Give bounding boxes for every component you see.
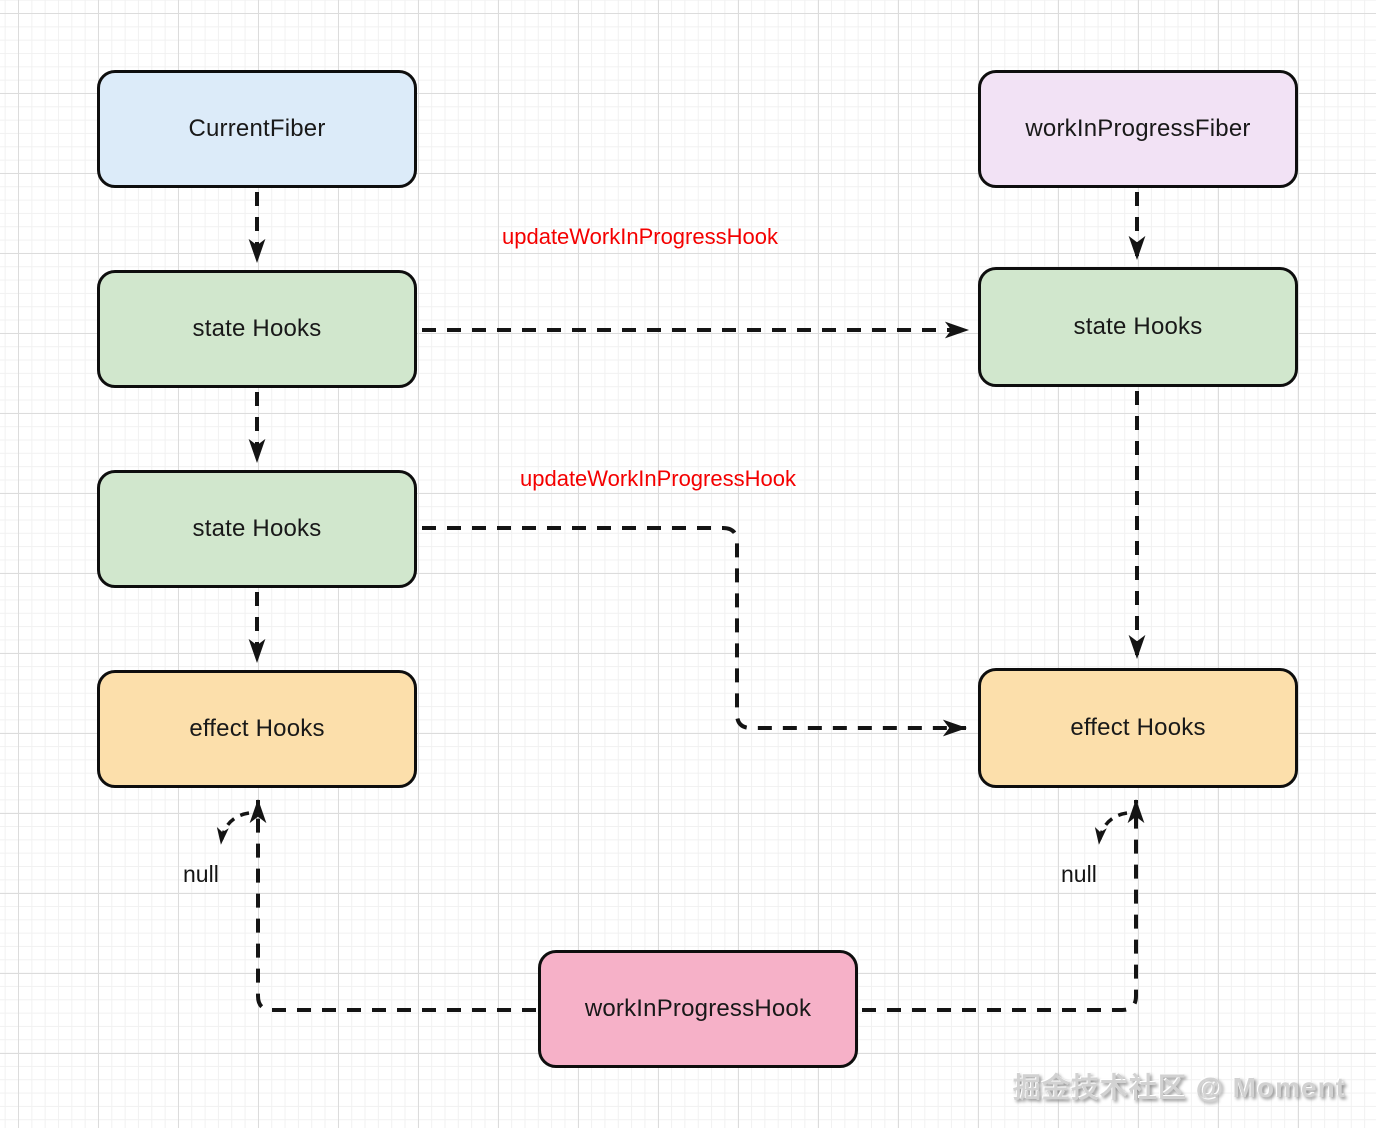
edge-statehooks2-to-effecthooks-right xyxy=(422,526,968,737)
node-work-in-progress-fiber: workInProgressFiber xyxy=(978,70,1298,188)
node-state-hooks-right-label: state Hooks xyxy=(1073,313,1203,340)
node-effect-hooks-left: effect Hooks xyxy=(97,670,417,788)
node-effect-hooks-right-label: effect Hooks xyxy=(1070,714,1206,741)
null-label-left: null xyxy=(183,861,219,887)
edge-label-update-work-in-progress-hook-top: updateWorkInProgressHook xyxy=(502,224,778,249)
node-effect-hooks-left-label: effect Hooks xyxy=(189,715,325,742)
node-current-fiber: CurrentFiber xyxy=(97,70,417,188)
edge-wiphook-to-effecthooks-right xyxy=(862,798,1145,1012)
node-work-in-progress-fiber-label: workInProgressFiber xyxy=(1025,115,1251,142)
node-effect-hooks-right: effect Hooks xyxy=(978,668,1298,788)
node-current-fiber-label: CurrentFiber xyxy=(188,115,326,142)
node-state-hooks-left-2: state Hooks xyxy=(97,470,417,588)
node-work-in-progress-hook: workInProgressHook xyxy=(538,950,858,1068)
edge-effecthooks-left-to-null xyxy=(216,811,250,845)
node-state-hooks-left-1-label: state Hooks xyxy=(192,315,322,342)
edge-effecthooks-right-to-null xyxy=(1094,811,1128,845)
edge-label-update-work-in-progress-hook-mid: updateWorkInProgressHook xyxy=(520,466,796,491)
node-state-hooks-left-1: state Hooks xyxy=(97,270,417,388)
node-state-hooks-right: state Hooks xyxy=(978,267,1298,387)
edge-wiphook-to-effecthooks-left xyxy=(249,798,536,1012)
node-state-hooks-left-2-label: state Hooks xyxy=(192,515,322,542)
node-work-in-progress-hook-label: workInProgressHook xyxy=(584,995,812,1022)
watermark: 掘金技术社区 @ Moment xyxy=(1012,1072,1346,1103)
null-label-right: null xyxy=(1061,861,1097,887)
